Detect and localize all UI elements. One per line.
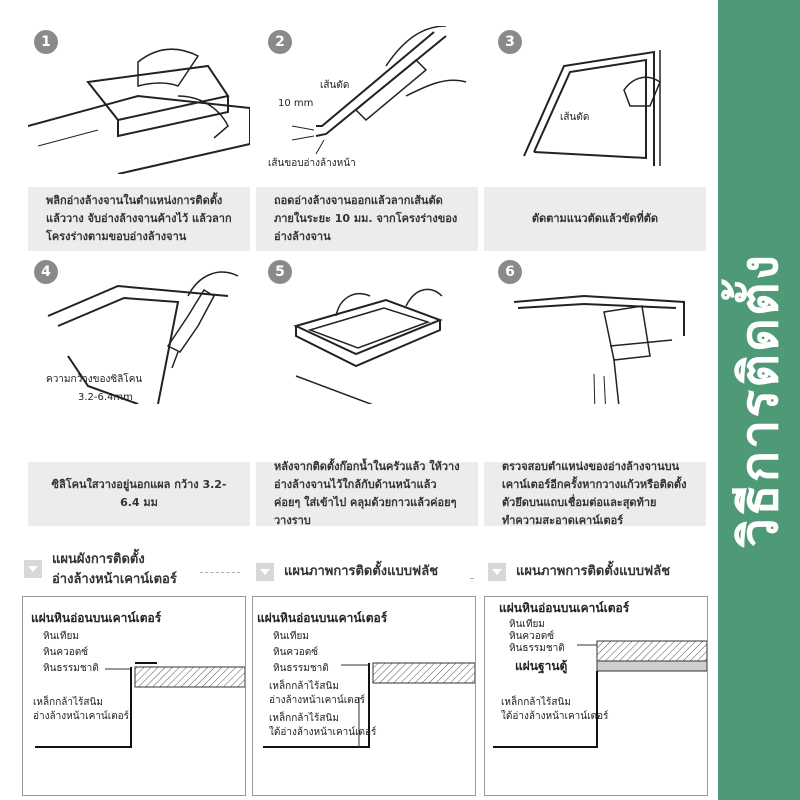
diagram-3-steel: เหล็กกล้าไร้สนิม	[501, 697, 571, 708]
diagram-2-steel-2: เหล็กกล้าไร้สนิม	[269, 713, 339, 724]
step-2-caption: ถอดอ่างล้างจานออกแล้วลากเส้นตัดภายในระยะ…	[256, 187, 478, 251]
diagram-2-material-2: หินควอตซ์	[273, 647, 319, 658]
step-5-illustration	[256, 256, 478, 404]
step-6-number: 6	[498, 260, 522, 284]
diagram-3-material-1: หินเทียม	[509, 619, 545, 630]
step-4-caption: ซิลิโคนใสวางอยู่นอกแผล กว้าง 3.2-6.4 มม	[28, 462, 250, 526]
diagram-2-material-1: หินเทียม	[273, 631, 309, 642]
step-4-number: 4	[34, 260, 58, 284]
step-6-illustration	[484, 256, 706, 404]
flush-mount-cross-section	[263, 662, 475, 748]
diagram-2-steel-1: เหล็กกล้าไร้สนิม	[269, 681, 339, 692]
diagram-3-sink: ใต้อ่างล้างหน้าเคาน์เตอร์	[501, 711, 609, 722]
diagram-3-material-3: หินธรรมชาติ	[509, 643, 565, 654]
undermount-cross-section	[493, 640, 707, 748]
step-2-illustration	[256, 26, 478, 174]
diagram-1-steel: เหล็กกล้าไร้สนิม	[33, 697, 103, 708]
section-2-divider	[470, 578, 474, 579]
diagram-1-heading: แผ่นหินอ่อนบนเคาน์เตอร์	[31, 611, 162, 625]
diagram-top-mount: แผ่นหินอ่อนบนเคาน์เตอร์ หินเทียม หินควอต…	[22, 596, 246, 796]
sidebar-title: วิธีการติดตั้ง	[729, 252, 790, 548]
section-1-marker-icon	[24, 560, 42, 578]
step-1-caption: พลิกอ่างล้างจานในตำแหน่งการติดตั้งแล้ววา…	[28, 187, 250, 251]
sink-flip-illustration	[28, 48, 250, 174]
diagram-2-sink-2: ใต้อ่างล้างหน้าเคาน์เตอร์	[269, 727, 377, 738]
diagram-1-material-2: หินควอตซ์	[43, 647, 89, 658]
step-3-number: 3	[498, 30, 522, 54]
placing-sink-illustration	[293, 288, 443, 404]
cut-line-label: เส้นตัด	[320, 80, 350, 91]
diagram-3-material-2: หินควอตซ์	[509, 631, 555, 642]
diagram-3-heading: แผ่นหินอ่อนบนเคาน์เตอร์	[499, 601, 630, 615]
section-3-marker-icon	[488, 563, 506, 581]
bracket-install-illustration	[513, 294, 685, 404]
cut-line-illustration	[291, 26, 467, 155]
silicone-width-label: ความกว้างของซิลิโคน	[46, 374, 143, 385]
diagram-3-base: แผ่นฐานตู้	[515, 659, 568, 673]
diagram-2-sink-1: อ่างล้างหน้าเคาน์เตอร์	[269, 695, 366, 706]
cut-line-label-3: เส้นตัด	[560, 112, 590, 123]
diagram-1-material-3: หินธรรมชาติ	[43, 663, 99, 674]
top-mount-cross-section	[35, 662, 245, 748]
sidebar: วิธีการติดตั้ง	[718, 0, 800, 800]
step-5-caption: หลังจากติดตั้งก๊อกน้ำในครัวแล้ว ให้วางอ่…	[256, 460, 478, 527]
diagram-flush-mount: แผ่นหินอ่อนบนเคาน์เตอร์ หินเทียม หินควอต…	[252, 596, 476, 796]
step-3-caption: ตัดตามแนวตัดแล้วขัดที่ตัด	[484, 187, 706, 251]
step-2-number: 2	[268, 30, 292, 54]
step-1-illustration	[28, 26, 250, 174]
step-6-caption: ตรวจสอบตำแหน่งของอ่างล้างจานบนเคาน์เตอร์…	[484, 460, 706, 527]
section-1-title: แผนผังการติดตั้งอ่างล้างหน้าเคาน์เตอร์	[52, 552, 177, 587]
diagram-2-material-3: หินธรรมชาติ	[273, 663, 329, 674]
silicone-illustration	[47, 271, 239, 404]
edge-label: เส้นขอบอ่างล้างหน้า	[268, 158, 356, 169]
step-4-illustration	[28, 256, 250, 404]
distance-label: 10 mm	[278, 98, 314, 109]
section-1-divider	[200, 572, 240, 573]
cutting-illustration	[523, 50, 661, 166]
diagram-1-sink: อ่างล้างหน้าเคาน์เตอร์	[33, 711, 130, 722]
diagram-undermount: แผ่นหินอ่อนบนเคาน์เตอร์ หินเทียม หินควอต…	[484, 596, 708, 796]
diagram-1-material-1: หินเทียม	[43, 631, 79, 642]
section-2-title: แผนภาพการติดตั้งแบบฟลัช	[284, 564, 439, 579]
section-2-marker-icon	[256, 563, 274, 581]
step-5-number: 5	[268, 260, 292, 284]
silicone-range-label: 3.2-6.4mm	[78, 392, 133, 403]
section-3-title: แผนภาพการติดตั้งแบบฟลัช	[516, 564, 671, 579]
diagram-2-heading: แผ่นหินอ่อนบนเคาน์เตอร์	[257, 611, 388, 625]
step-1-number: 1	[34, 30, 58, 54]
step-3-illustration	[484, 26, 706, 174]
